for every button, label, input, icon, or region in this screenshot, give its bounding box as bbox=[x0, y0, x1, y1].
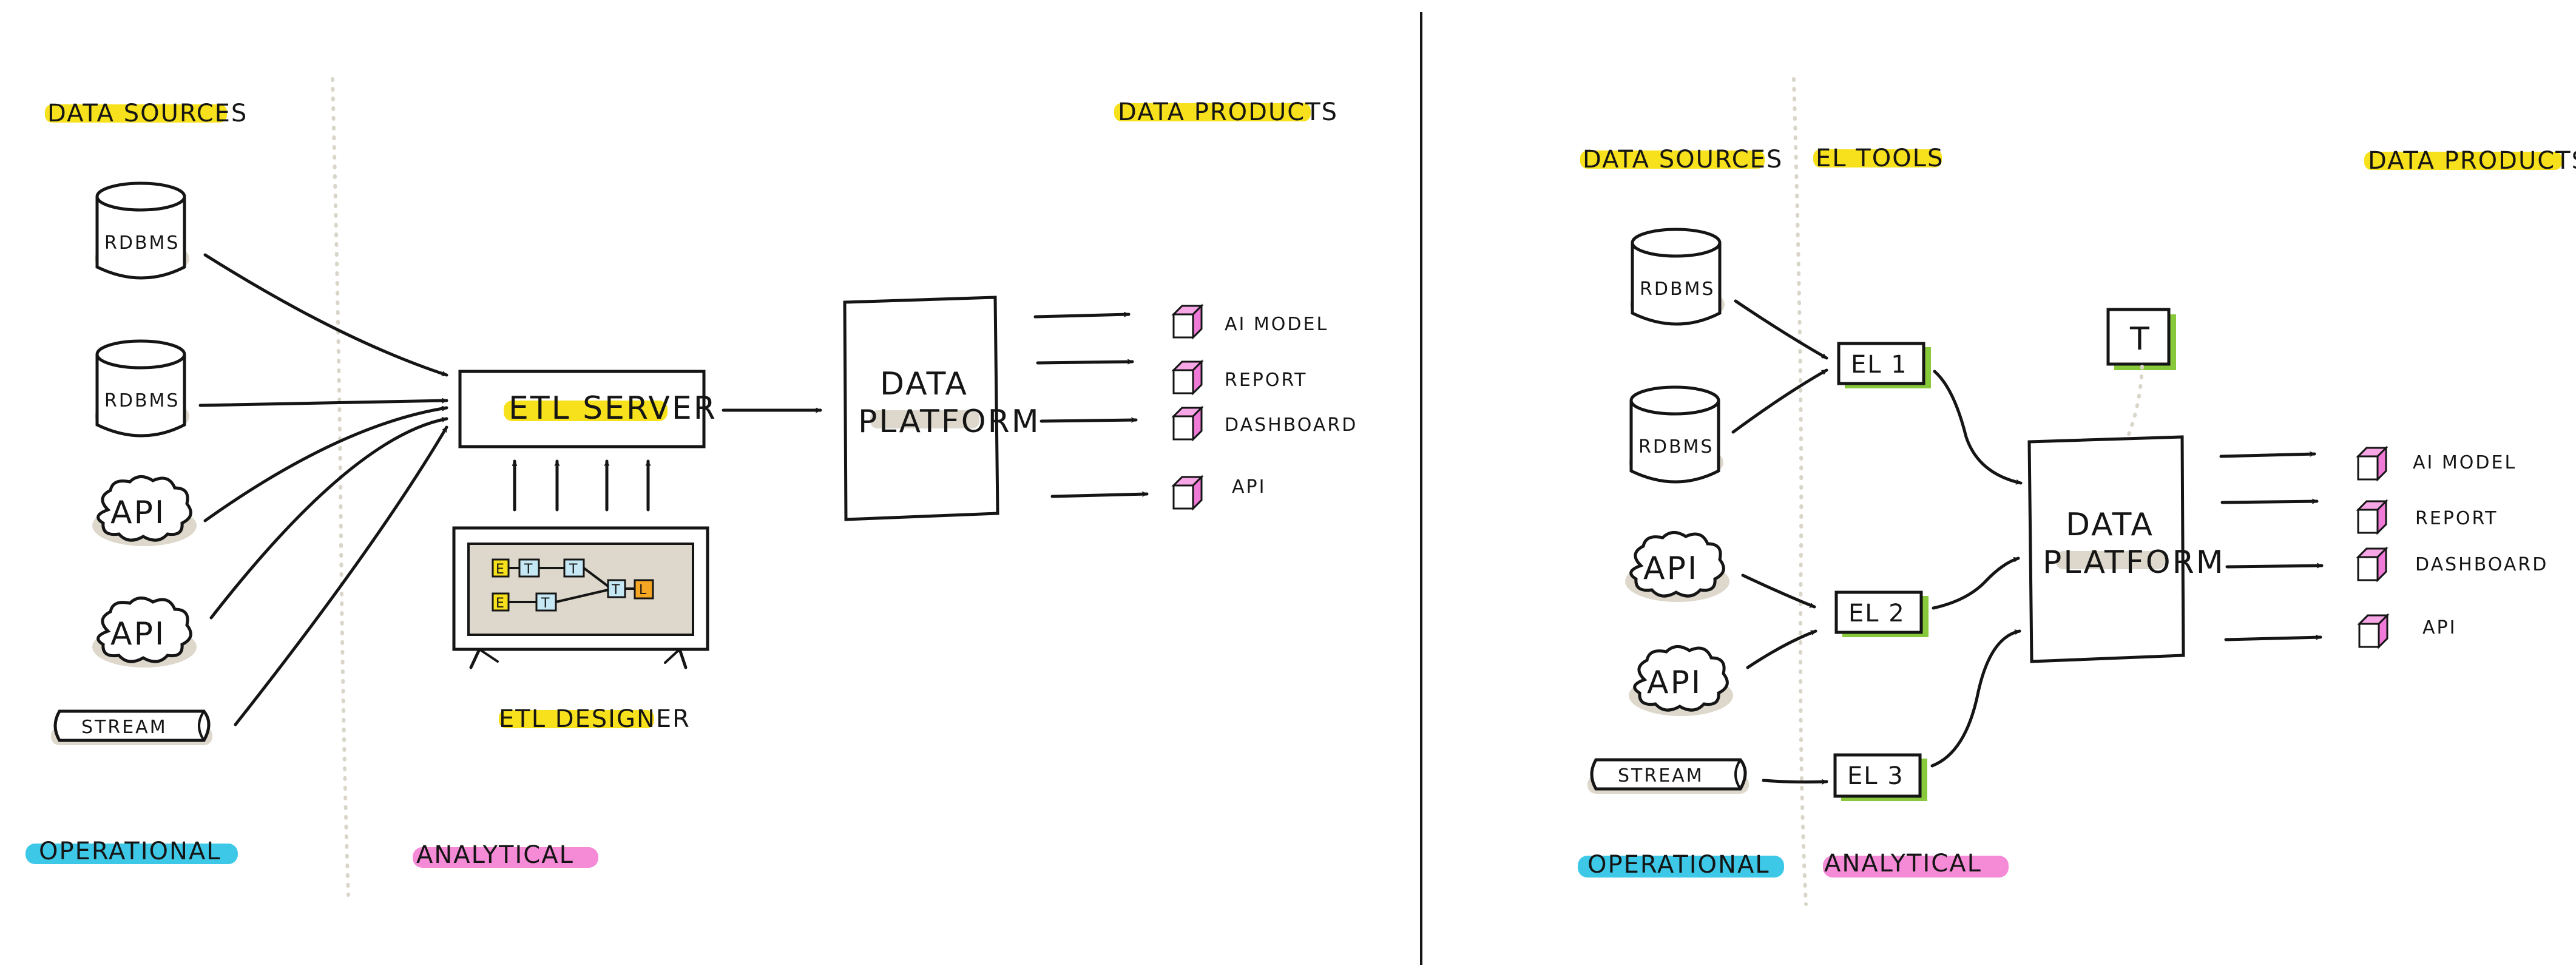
data-sources-heading: DATA SOURCES bbox=[1583, 146, 1783, 174]
svg-text:RDBMS: RDBMS bbox=[104, 390, 180, 411]
data-platform: DATA PLATFORM bbox=[2027, 435, 2225, 663]
product-cube bbox=[2358, 614, 2388, 648]
svg-text:RDBMS: RDBMS bbox=[1638, 436, 1714, 458]
product-label: REPORT bbox=[1225, 370, 1308, 391]
api-cloud: API bbox=[1625, 532, 1729, 602]
product-cube bbox=[1172, 305, 1203, 339]
product-label: API bbox=[1232, 476, 1266, 498]
etl-server: ETL SERVER bbox=[458, 370, 717, 448]
rdbms-cylinder: RDBMS bbox=[95, 183, 189, 278]
boundary-line bbox=[331, 77, 350, 897]
product-label: AI MODEL bbox=[1225, 314, 1328, 335]
svg-text:STREAM: STREAM bbox=[1618, 765, 1704, 786]
rdbms-cylinder: RDBMS bbox=[1629, 387, 1723, 482]
product-label: DASHBOARD bbox=[2415, 554, 2548, 575]
product-cube bbox=[1172, 360, 1203, 394]
boundary-line bbox=[1792, 77, 1808, 906]
product-cube bbox=[2357, 500, 2387, 534]
svg-text:T: T bbox=[541, 596, 550, 611]
analytical-label: ANALYTICAL bbox=[1824, 850, 1982, 878]
etl-designer-monitor: E T T T L E T bbox=[452, 526, 709, 669]
el-box: EL 2 bbox=[1834, 590, 1929, 637]
transform-box: T bbox=[2106, 308, 2176, 370]
source-arrow bbox=[209, 417, 448, 620]
svg-text:L: L bbox=[639, 583, 647, 598]
product-cube bbox=[2357, 547, 2387, 581]
svg-text:EL 2: EL 2 bbox=[1848, 600, 1905, 627]
svg-text:T: T bbox=[2129, 321, 2151, 357]
svg-text:API: API bbox=[110, 495, 166, 531]
svg-text:API: API bbox=[1647, 665, 1702, 701]
svg-text:E: E bbox=[496, 562, 504, 577]
source-arrow bbox=[198, 397, 448, 407]
etl-server-label: ETL SERVER bbox=[509, 390, 717, 427]
data-platform: DATA PLATFORM bbox=[843, 296, 1041, 521]
svg-text:PLATFORM: PLATFORM bbox=[2043, 544, 2225, 581]
product-cube bbox=[1172, 407, 1203, 441]
svg-text:STREAM: STREAM bbox=[81, 717, 167, 738]
left-panel: DATA SOURCES DATA PRODUCTS RDBMS RDBMS A… bbox=[25, 77, 1357, 897]
stream-pipe: STREAM bbox=[1587, 760, 1749, 794]
operational-label: OPERATIONAL bbox=[1587, 851, 1770, 879]
svg-text:RDBMS: RDBMS bbox=[1640, 279, 1715, 300]
data-products-heading: DATA PRODUCTS bbox=[1118, 98, 1338, 126]
rdbms-cylinder: RDBMS bbox=[95, 341, 189, 436]
rdbms-cylinder: RDBMS bbox=[1630, 229, 1725, 324]
svg-text:T: T bbox=[611, 583, 620, 598]
el-tools-heading: EL TOOLS bbox=[1816, 144, 1944, 172]
svg-text:DATA: DATA bbox=[880, 366, 969, 402]
stream-pipe: STREAM bbox=[51, 711, 212, 745]
source-arrow bbox=[203, 405, 448, 523]
product-cube bbox=[1172, 476, 1203, 510]
svg-text:API: API bbox=[110, 616, 166, 652]
el-box: EL 1 bbox=[1837, 342, 1931, 388]
api-cloud: API bbox=[92, 598, 197, 668]
right-panel: DATA SOURCES EL TOOLS DATA PRODUCTS RDBM… bbox=[1578, 77, 2576, 906]
svg-text:E: E bbox=[496, 596, 504, 611]
svg-text:API: API bbox=[1643, 550, 1699, 587]
product-label: API bbox=[2422, 617, 2456, 638]
api-cloud: API bbox=[1629, 646, 1733, 716]
operational-label: OPERATIONAL bbox=[39, 837, 221, 865]
etl-designer-label: ETL DESIGNER bbox=[499, 705, 691, 733]
source-arrow bbox=[203, 253, 448, 377]
product-label: AI MODEL bbox=[2413, 452, 2517, 473]
source-arrow bbox=[234, 425, 448, 726]
data-products-heading: DATA PRODUCTS bbox=[2368, 147, 2576, 175]
api-cloud: API bbox=[92, 476, 197, 546]
el-box: EL 3 bbox=[1833, 753, 1927, 801]
data-sources-heading: DATA SOURCES bbox=[47, 100, 248, 127]
svg-text:RDBMS: RDBMS bbox=[104, 232, 180, 254]
analytical-label: ANALYTICAL bbox=[416, 841, 574, 869]
etl-designer-pipeline: E T T T L E T bbox=[492, 558, 654, 612]
svg-text:EL 1: EL 1 bbox=[1851, 351, 1908, 379]
svg-text:PLATFORM: PLATFORM bbox=[858, 404, 1041, 440]
svg-text:T: T bbox=[524, 562, 533, 577]
svg-text:T: T bbox=[569, 562, 578, 577]
product-cube bbox=[2357, 447, 2387, 481]
product-label: DASHBOARD bbox=[1225, 414, 1357, 436]
product-label: REPORT bbox=[2415, 508, 2498, 529]
svg-text:EL 3: EL 3 bbox=[1847, 762, 1904, 790]
svg-text:DATA: DATA bbox=[2066, 507, 2154, 543]
